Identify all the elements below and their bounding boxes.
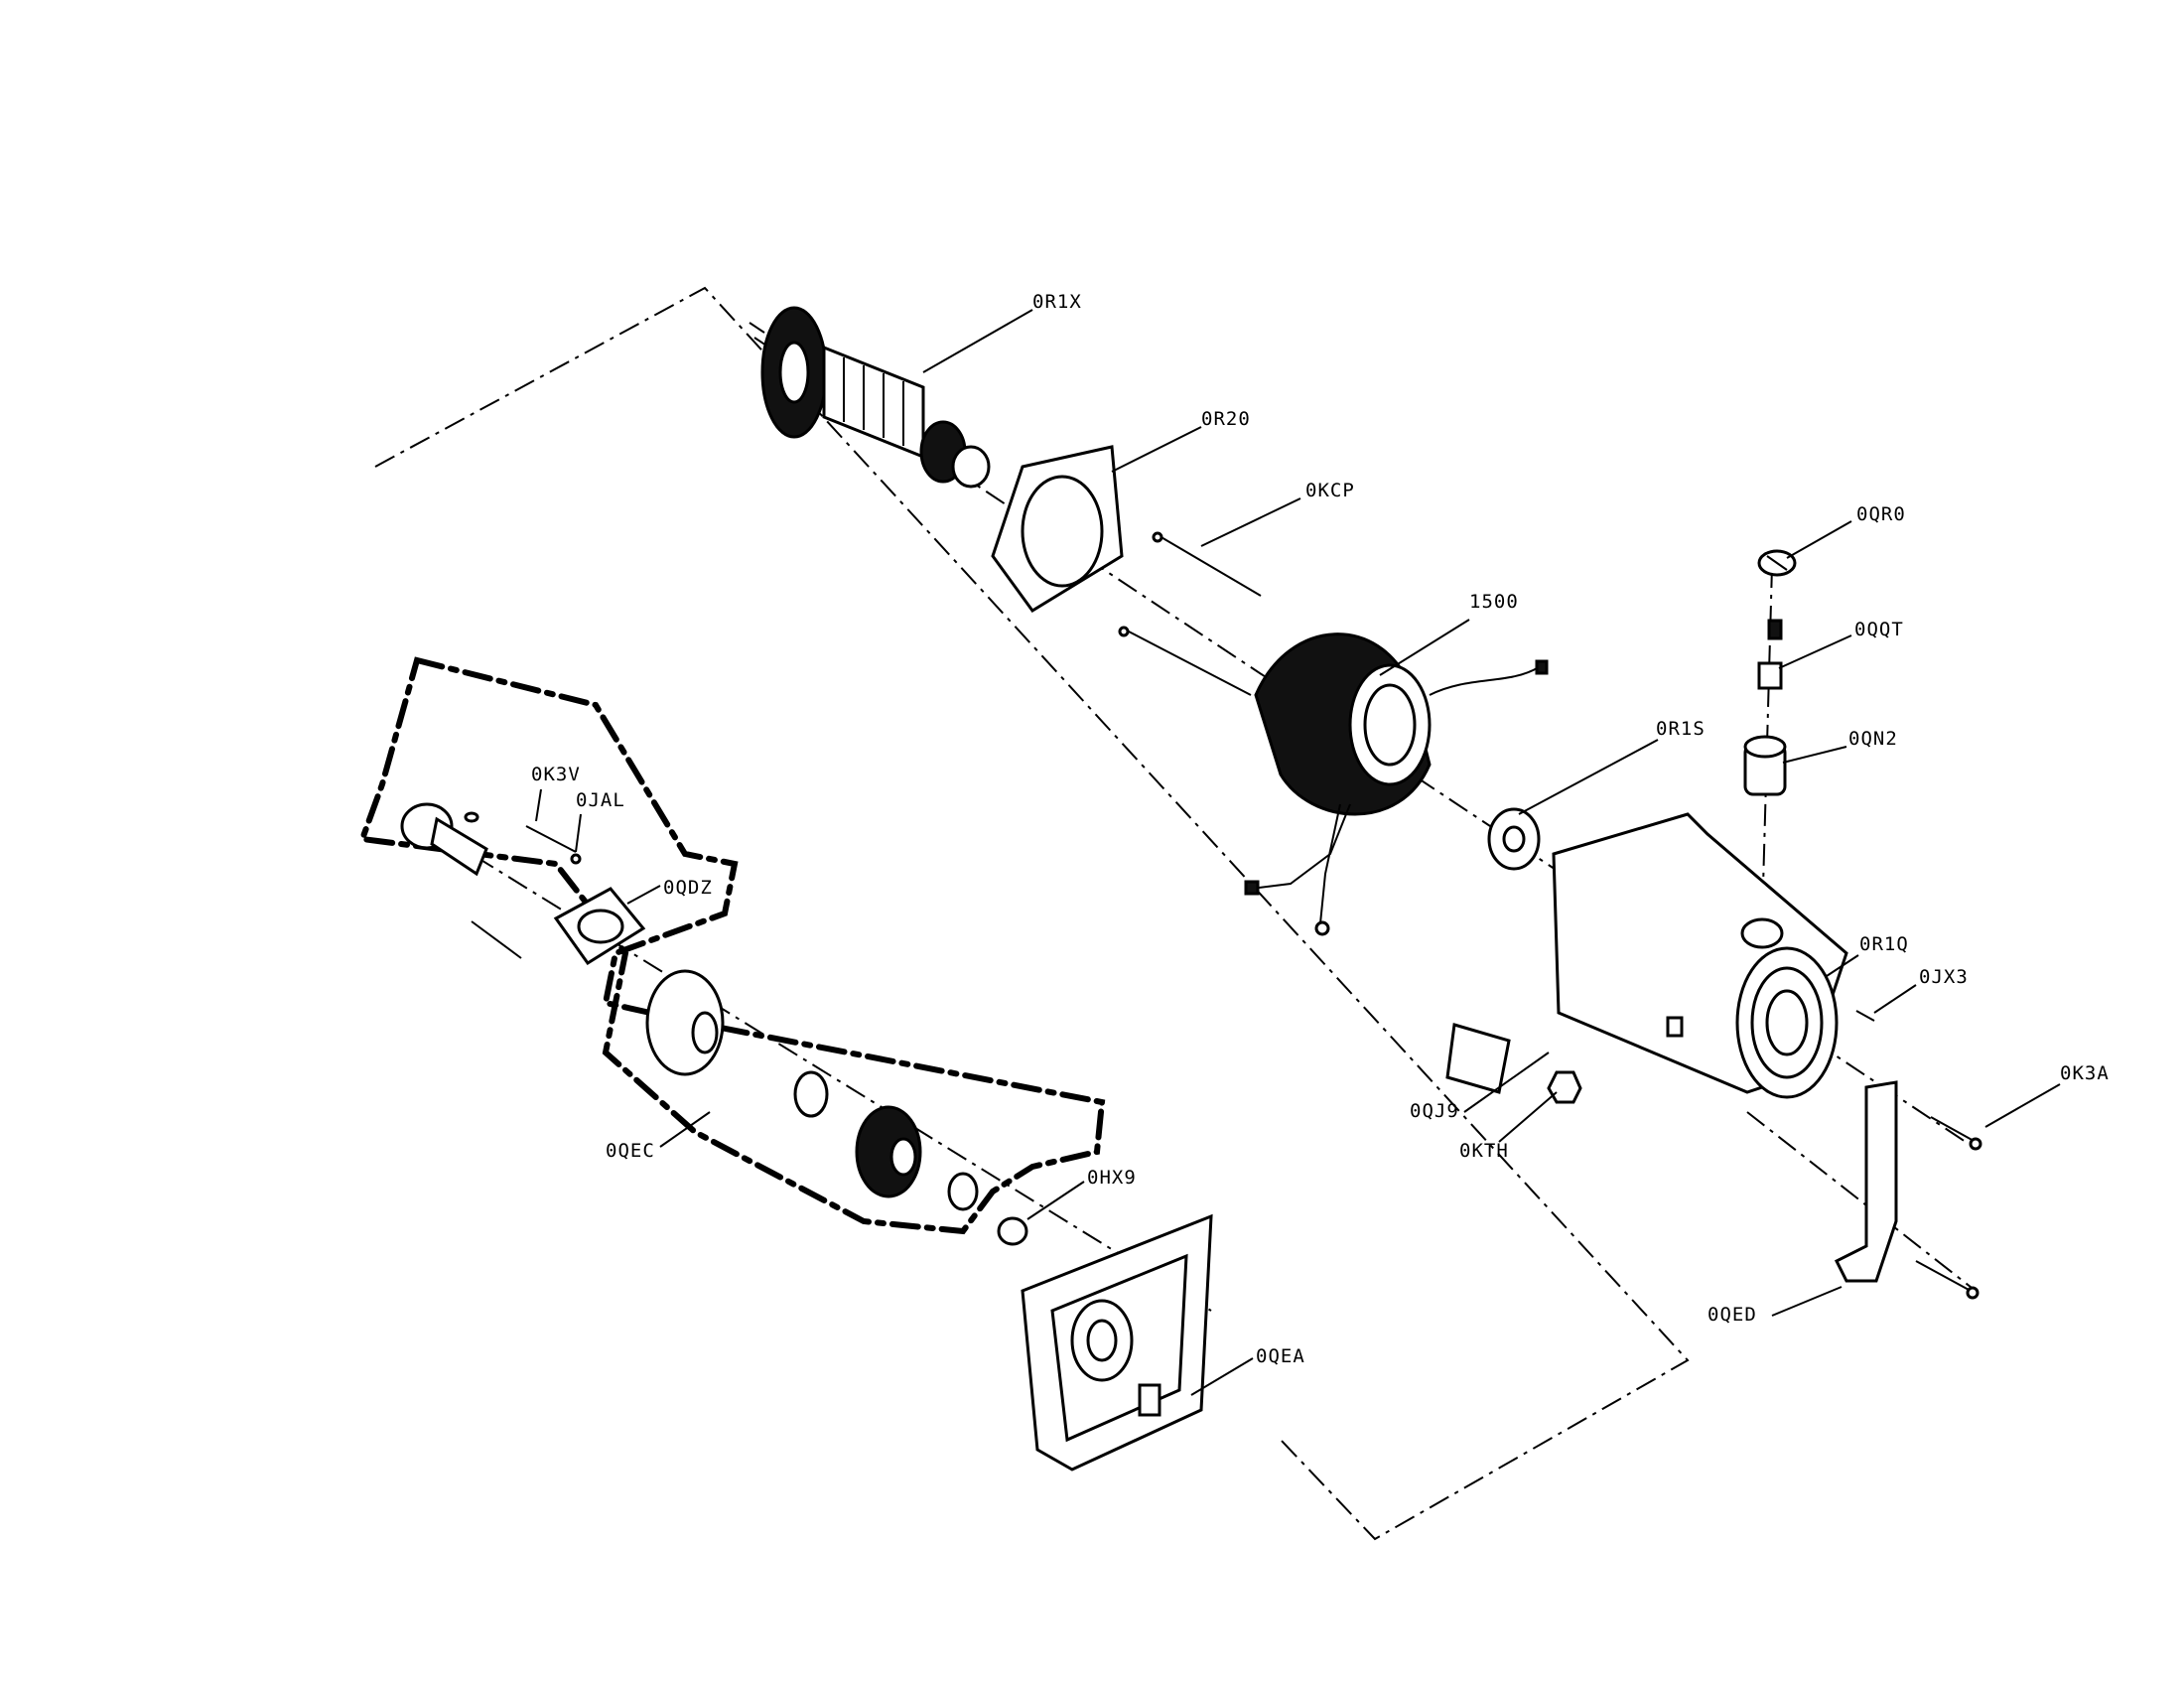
label-bearing-rear: 0R1S: [1656, 718, 1706, 740]
screw-bracket-lower: [1915, 1260, 1979, 1300]
baffle: [991, 445, 1124, 614]
mounting-bracket: [1834, 1080, 1898, 1283]
label-nameplate: 0QJ9: [1410, 1100, 1459, 1122]
leader-needle-bearing: [1026, 1181, 1085, 1220]
drive-gear: [855, 1105, 922, 1198]
label-bracket: 0QED: [1707, 1304, 1757, 1326]
label-washer-left: 0JAL: [576, 789, 625, 811]
output-shaft: [400, 802, 488, 877]
leader-brush-cap: [1786, 520, 1852, 559]
label-brush: 0QQT: [1854, 619, 1904, 640]
label-brush-cap: 0QR0: [1856, 503, 1906, 525]
leader-gear-case: [1190, 1357, 1254, 1396]
label-screw-b: 0K3A: [2060, 1062, 2110, 1084]
leader-brush-holder: [1782, 746, 1847, 764]
label-baffle: 0R20: [1201, 408, 1251, 430]
rear-bearing: [1487, 807, 1541, 871]
gear-case: [1021, 1213, 1213, 1472]
armature: [749, 306, 991, 489]
brush-holder: [1743, 735, 1787, 796]
label-brush-holder: 0QN2: [1848, 728, 1898, 750]
leader-gasket: [626, 885, 661, 905]
field-stator: [1244, 632, 1549, 936]
label-screw-a: 0JX3: [1919, 966, 1969, 988]
leader-washer-left: [575, 813, 582, 853]
label-motor-housing: 0R1Q: [1859, 933, 1909, 955]
label-gasket: 0QDZ: [663, 877, 713, 899]
leader-nut: [1498, 1091, 1558, 1143]
label-armature: 0R1X: [1032, 291, 1082, 313]
brush: [1757, 619, 1783, 690]
gear-centerline: [406, 813, 1212, 1312]
brush-cap: [1757, 549, 1797, 577]
label-needle-bearing: 0HX9: [1087, 1167, 1137, 1189]
thrust-washer: [793, 1070, 829, 1118]
label-screw-left: 0K3V: [531, 764, 581, 785]
bracket-centerline: [1746, 1111, 1977, 1292]
label-through-bolt: 0KCP: [1305, 480, 1355, 501]
leader-gear-assembly: [659, 1111, 711, 1148]
screw-bracket-upper: [1930, 1116, 1982, 1151]
leader-bracket: [1771, 1286, 1843, 1317]
leader-brush: [1778, 634, 1852, 669]
gear-bearing: [645, 969, 725, 1076]
through-bolts: [1118, 531, 1262, 696]
leader-nameplate: [1463, 1052, 1550, 1113]
needle-bearing: [997, 1216, 1028, 1246]
leader-through-bolt: [1200, 497, 1301, 547]
leader-baffle: [1111, 426, 1202, 473]
leader-armature: [922, 309, 1033, 373]
label-gear-assembly: 0QEC: [606, 1140, 655, 1162]
motor-housing: [1552, 812, 1848, 1099]
screw-left-lower: [471, 920, 522, 959]
leader-field: [1379, 619, 1470, 676]
screw-left-upper: [525, 825, 577, 853]
washer-left: [570, 853, 582, 865]
group-boundary-outline: [374, 286, 1690, 1541]
leader-screw-b: [1984, 1083, 2061, 1128]
retaining-ring: [947, 1172, 979, 1211]
leader-bearing-rear: [1518, 739, 1659, 815]
nameplate: [1445, 1023, 1511, 1094]
label-nut: 0KTH: [1459, 1140, 1509, 1162]
label-field: 1500: [1469, 591, 1519, 613]
leader-screw-a: [1873, 984, 1917, 1014]
hex-nut: [1547, 1070, 1582, 1104]
gear-assembly-boundary: [357, 656, 1106, 1235]
leader-screw-left: [535, 788, 542, 822]
gasket: [553, 887, 646, 966]
leader-motor-housing: [1826, 954, 1859, 977]
screw-housing: [1855, 1010, 1875, 1022]
label-gear-case: 0QEA: [1256, 1345, 1305, 1367]
